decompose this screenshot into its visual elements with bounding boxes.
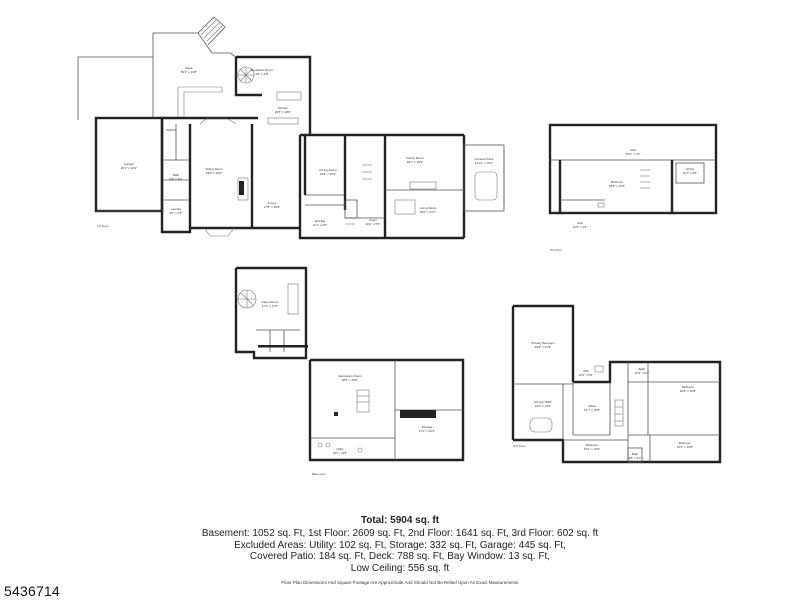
room-label-deck: Deck [186,66,193,70]
deck-area [77,16,237,120]
room-label-storage: Storage [422,425,433,429]
square-footage-summary: Total: 5904 sq. ft Basement: 1052 sq. Ft… [120,514,680,575]
second-floor-plan [511,304,722,464]
room-dims-bedroom3: 15'4" x 16'8" [677,445,693,449]
room-label-garage: Garage [124,162,134,166]
room-label-hvac: HVAC [686,167,695,171]
room-label-kitchen: Kitchen [278,106,288,110]
total-area: Total: 5904 sq. ft [360,515,440,526]
room-dims-dining: 14'8" x 15'4" [320,172,336,176]
room-dims-foyer: 17'8" x 15'8" [264,205,280,209]
basement-labels: Game Room 17'3" x 17'6" Recreation Room … [261,300,435,476]
room-label-bath2: Bath [632,452,639,456]
area-line-1: Basement: 1052 sq. Ft, 1st Floor: 2609 s… [201,528,599,539]
room-label-rec: Recreation Room [338,374,362,378]
room-label-attic: Attic [630,148,636,152]
room-label-bedroom3f: Bedroom [611,180,624,184]
room-dims-rec: 28'5" x 25'9" [342,378,358,382]
room-label-foyer2: Foyer [369,218,377,222]
room-dims-game: 17'3" x 17'6" [262,304,278,308]
room-label-laundry: Laundry [171,207,182,211]
room-dims-deck: 50'1" x 19'8" [181,70,197,74]
third-floor-plan [548,123,718,215]
room-label-office: Office [588,404,596,408]
room-label-sitting: Sitting Room [205,167,223,171]
floor-label-basement: Basement [312,472,326,476]
room-label-utility: Utility [336,447,344,451]
room-dims-wic: 11'6" x 5'6" [579,373,594,377]
area-line-3: Covered Patio: 184 sq. Ft, Deck: 788 sq.… [249,551,551,563]
room-dims-laundry: 9'0" x 5'5" [169,211,182,215]
floor-label-first: 1st Floor [97,224,109,228]
floor-label-second: 2nd Floor [513,444,526,448]
first-floor-walls [160,116,466,240]
room-dims-garage: 20'1" x 19'9" [121,166,137,170]
room-dims-family: 20'7" x 16'9" [407,160,423,164]
room-dims-office: 11'7" x 10'8" [584,408,600,412]
room-dims-living: 18'0" x 21'7" [420,210,436,214]
room-label-attic2: Attic [577,221,583,225]
room-label-game: Game Room [261,300,279,304]
room-dims-storage: 17'0" x 22'4" [419,429,435,433]
room-dims-primarybath: 14'6" x 13'9" [535,404,551,408]
room-label-foyer: Foyer [268,201,276,205]
room-label-wic: WIC [583,369,590,373]
first-floor-plan [77,16,505,240]
room-dims-primary: 19'8" x 21'9" [535,345,551,349]
room-dims-bath1: 10'3" x 8'7" [635,371,650,375]
room-dims-breakfast: 9'6" x 9'8" [255,72,268,76]
room-label-wetbar: Wet Bar [315,219,326,223]
room-label-family: Family Room [406,156,424,160]
room-label-living: Living Room [420,206,437,210]
room-dims-hvac: 10'7" x 5'9" [683,171,698,175]
room-dims-sitting: 19'0" x 16'0" [206,171,222,175]
breakfast-room [234,55,312,120]
room-dims-attic: 45'4" x 7'0" [626,152,641,156]
room-label-primarybath: Primary Bath [534,400,552,404]
room-label-bath: Bath [173,173,180,177]
room-dims-bedroom2: 15'4" x 16'0" [584,447,600,451]
disclaimer-text: Floor Plan Dimensions And Square Footage… [281,580,519,585]
area-line-4: Low Ceiling: 556 sq. ft [350,563,450,575]
room-dims-patio: 11'10" x 15'4" [475,161,493,165]
room-label-dining: Dining Room [319,168,337,172]
first-floor-labels: Deck 50'1" x 19'8" Breakfast Room 9'6" x… [97,66,494,228]
floor-label-third: 3rd Floor [550,248,562,252]
room-dims-utility: 10'7" x 9'8" [333,451,348,455]
room-label-primary: Primary Bedroom [531,341,555,345]
third-floor-labels: Attic 45'4" x 7'0" Bedroom 28'6" x 11'8"… [550,148,697,252]
basement-plan [234,266,465,462]
second-floor-labels: Primary Bedroom 19'8" x 21'9" Primary Ba… [513,341,696,460]
room-dims-bedroom1: 16'8" x 12'8" [680,389,696,393]
room-dims-bath2: 8'8" x 5'7" [628,456,641,460]
room-label-bath1: Bath [639,367,646,371]
room-dims-foyer2: 10'4" x 5'5" [366,222,381,226]
room-label-breakfast: Breakfast Room [251,68,273,72]
room-label-bedroom3: Bedroom [679,441,692,445]
room-label-patio: Covered Patio [474,157,493,161]
room-dims-bath: 6'4" x 5'4" [169,177,182,181]
room-label-bedroom1: Bedroom [682,385,695,389]
room-dims-wetbar: 11'1" x 5'6" [313,223,328,227]
area-line-2: Excluded Areas: Utility: 102 sq. Ft, Sto… [234,539,566,551]
floor-plan-drawing: Deck 50'1" x 19'8" Breakfast Room 9'6" x… [77,16,722,476]
room-dims-attic2: 12'0" x 4'5" [573,225,588,229]
covered-patio [463,144,505,212]
room-label-bedroom2: Bedroom [586,443,599,447]
room-dims-kitchen: 20'8" x 18'0" [275,110,291,114]
kitchen [267,91,312,135]
room-dims-bedroom3f: 28'6" x 11'8" [609,184,625,188]
listing-number: 5436714 [4,583,60,599]
